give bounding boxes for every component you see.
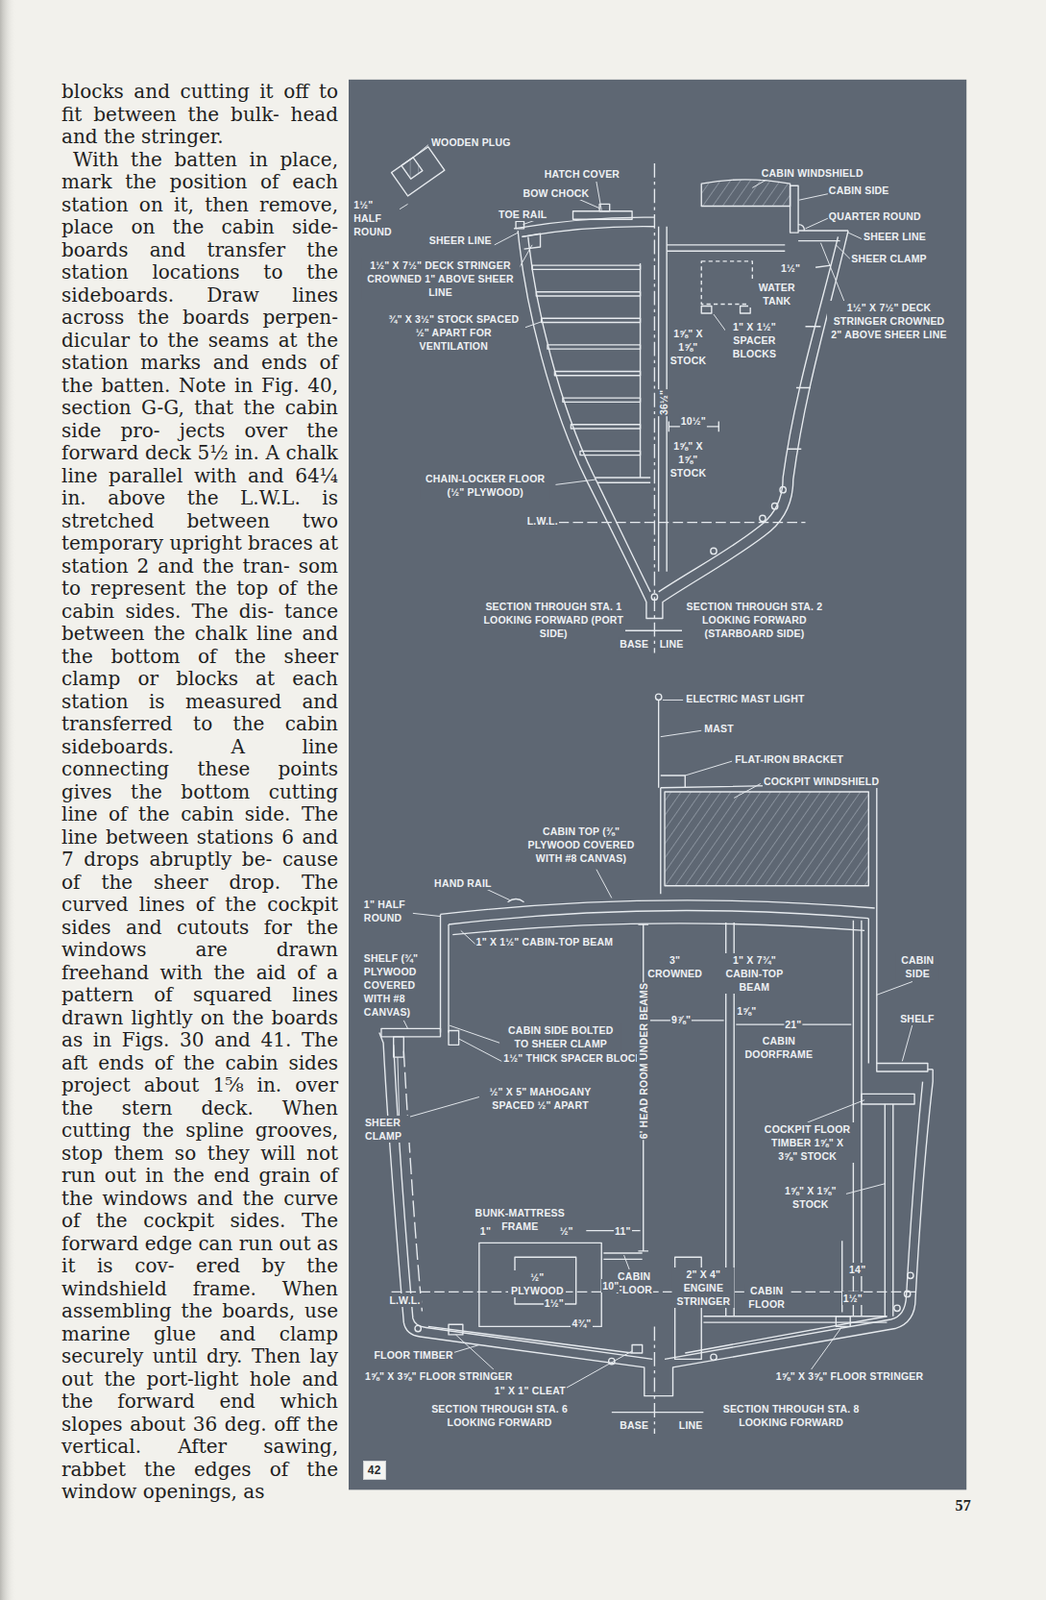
part-label: 1⅝" X 3⅝" FLOOR STRINGER: [775, 1368, 925, 1383]
part-label: SHEER CLAMP: [364, 1115, 411, 1143]
part-label: 2" X 4" ENGINE STRINGER: [672, 1266, 735, 1308]
dimension: 11": [613, 1223, 633, 1238]
part-label: 1" X 1½" CABIN-TOP BEAM: [475, 934, 615, 949]
section-title: BASE: [618, 1417, 650, 1432]
part-label: WATER TANK: [748, 280, 806, 308]
part-label: 3" CROWNED: [646, 952, 705, 980]
part-label: 1½" THICK SPACER BLOCK: [502, 1050, 644, 1065]
part-label: ½" X 5" MAHOGANY SPACED ½" APART: [487, 1084, 594, 1112]
part-label: MAST: [703, 721, 735, 735]
blueprint-panel: [348, 79, 967, 1489]
part-label: CABIN DOORFRAME: [740, 1033, 818, 1061]
figure-number: 42: [363, 1459, 387, 1480]
part-label: SHELF (¾" PLYWOOD COVERED WITH #8 CANVAS…: [363, 950, 433, 1019]
part-label: 1" X 7¾" CABIN-TOP BEAM: [721, 952, 787, 994]
part-label: ELECTRIC MAST LIGHT: [684, 691, 805, 706]
part-label: COCKPIT FLOOR TIMBER 1⅝" X 3⅝" STOCK: [759, 1121, 856, 1163]
dimension: 10½": [680, 413, 707, 428]
part-label: CABIN SIDE: [827, 183, 891, 197]
part-label: 1½" HALF ROUND: [352, 197, 395, 239]
part-label: QUARTER ROUND: [827, 209, 923, 223]
part-label: CABIN TOP (⅜" PLYWOOD COVERED WITH #8 CA…: [518, 824, 644, 865]
part-label: L.W.L.: [526, 513, 560, 528]
part-label: 1⅝" X 1⅝" STOCK: [668, 326, 707, 367]
part-label: 1" X 1½" SPACER BLOCKS: [725, 319, 783, 361]
section-title: LINE: [678, 1417, 705, 1432]
dimension: 1½": [779, 261, 802, 275]
part-label: FLOOR TIMBER: [372, 1347, 454, 1362]
section-title: SECTION THROUGH STA. 8 LOOKING FORWARD: [714, 1401, 869, 1429]
body-text: With the batten in place, mark the posit…: [61, 148, 339, 1504]
part-label: SHEER LINE: [428, 233, 493, 247]
part-label: SHELF: [899, 1011, 935, 1025]
part-label: CHAIN-LOCKER FLOOR (½" PLYWOOD): [420, 471, 551, 499]
part-label: 1⅝" X 1⅝" STOCK: [668, 438, 707, 480]
lower-section: [379, 693, 933, 1434]
dimension: 10": [601, 1278, 620, 1292]
body-text: blocks and cutting it off to fit between…: [61, 80, 339, 149]
part-label: 1" HALF ROUND: [363, 897, 412, 925]
part-label: WOODEN PLUG: [430, 135, 512, 149]
part-label: CABIN SIDE: [896, 952, 940, 980]
part-label: BOW CHOCK: [521, 186, 590, 200]
part-label: ½" PLYWOOD: [508, 1269, 566, 1297]
part-label: 1" X 1" CLEAT: [493, 1383, 567, 1397]
part-label: FLAT-IRON BRACKET: [733, 752, 845, 766]
dimension: 6' HEAD ROOM UNDER BEAMS: [636, 981, 651, 1140]
dimension: 21": [783, 1017, 803, 1031]
part-label: 1½" X 7½" DECK STRINGER CROWNED 1" ABOVE…: [361, 258, 520, 299]
part-label: SHEER LINE: [862, 229, 927, 244]
part-label: SHEER CLAMP: [850, 251, 928, 266]
dimension: ½": [559, 1223, 575, 1238]
dimension: 1⅝": [735, 1003, 757, 1018]
part-label: 1⅝" X 1⅝" STOCK: [777, 1183, 845, 1211]
section-title: BASE: [618, 636, 650, 651]
dimension: 4¾": [570, 1315, 592, 1330]
dimension: 9⅞": [670, 1012, 692, 1026]
page-number: 57: [953, 1496, 972, 1514]
part-label: TOE RAIL: [497, 207, 548, 221]
part-label: 1½" X 7½" DECK STRINGER CROWNED 2" ABOVE…: [827, 300, 952, 341]
section-title: SECTION THROUGH STA. 2 LOOKING FORWARD (…: [681, 599, 827, 640]
page-shadow: [0, 0, 17, 1600]
part-label: COCKPIT WINDSHIELD: [762, 774, 880, 788]
dimension: 1": [479, 1223, 492, 1238]
part-label: HAND RAIL: [433, 875, 493, 890]
part-label: CABIN FLOOR: [614, 1268, 654, 1296]
part-label: CABIN WINDSHIELD: [760, 166, 865, 180]
part-label: 1⅝" X 3⅝" FLOOR STRINGER: [364, 1368, 514, 1383]
section-title: LINE: [658, 636, 685, 651]
dimension: 14": [848, 1262, 867, 1276]
dimension: 36½": [656, 389, 671, 416]
dimension: 1½": [543, 1295, 565, 1310]
section-title: SECTION THROUGH STA. 1 LOOKING FORWARD (…: [481, 599, 626, 640]
part-label: L.W.L.: [388, 1292, 421, 1307]
part-label: ¾" X 3½" STOCK SPACED ½" APART FOR VENTI…: [381, 312, 526, 353]
body-column: blocks and cutting it off to fit between…: [61, 80, 339, 1504]
part-label: CABIN FLOOR: [745, 1283, 789, 1311]
dimension: 1½": [842, 1290, 864, 1305]
part-label: CABIN SIDE BOLTED TO SHEER CLAMP: [500, 1022, 621, 1050]
section-title: SECTION THROUGH STA. 6 LOOKING FORWARD: [422, 1401, 577, 1429]
part-label: HATCH COVER: [543, 167, 621, 181]
upper-section: [391, 146, 850, 654]
